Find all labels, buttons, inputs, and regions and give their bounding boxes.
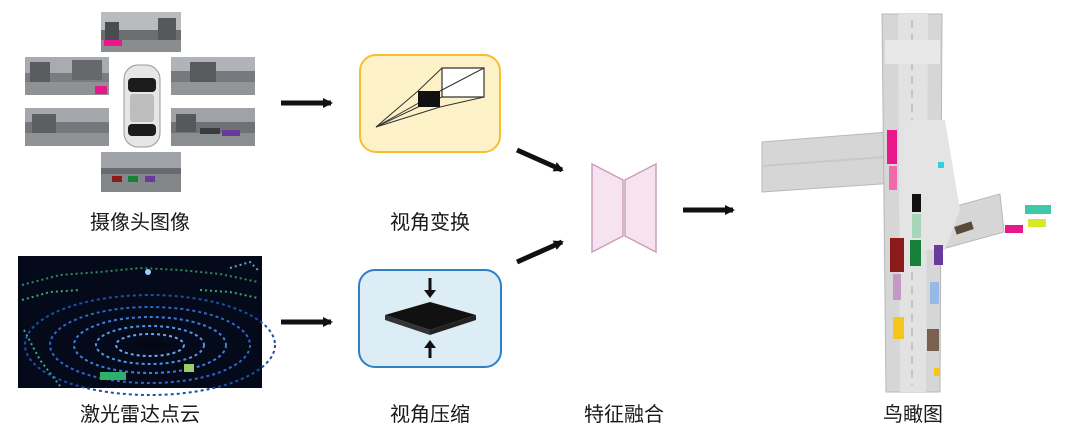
bev-object [927,329,939,351]
back-left-camera-image [25,108,109,146]
bev-object [930,282,939,304]
bev-object [1028,219,1046,227]
bev-object [910,240,921,266]
bev-object [954,221,974,235]
lidar-label: 激光雷达点云 [80,402,200,426]
lidar-point-cloud-image [18,256,276,396]
view-compress-label: 视角压缩 [390,402,470,426]
bev-object [1025,205,1051,214]
feature-fusion-icon [591,162,657,254]
feature-fusion-label: 特征融合 [584,402,664,426]
view-transform-label: 视角变换 [390,210,470,234]
view-transform-icon [375,67,485,128]
bev-map [761,13,1051,393]
bev-label: 鸟瞰图 [883,402,943,426]
bev-object [912,194,921,212]
bev-object [887,130,897,164]
bev-object [1005,225,1023,233]
bev-object [938,162,944,168]
view-transform-box [359,54,501,153]
bev-object [893,317,904,339]
front-right-camera-image [171,57,255,95]
bev-object [893,274,901,300]
bev-object [890,238,904,272]
camera-images-group [25,12,255,192]
arrows [281,98,735,327]
back-camera-image [101,152,181,192]
ego-car-icon [123,64,161,148]
bev-object [934,245,943,265]
bev-object [889,166,897,190]
bev-object [912,214,921,238]
front-left-camera-image [25,57,109,95]
front-camera-image [101,12,181,52]
bev-object [934,368,940,376]
back-right-camera-image [171,108,255,146]
view-compress-icon [385,278,476,358]
view-compress-box [358,269,502,368]
camera-label: 摄像头图像 [90,210,190,234]
arrow-transform-to-fusion [515,147,564,173]
arrow-compress-to-fusion [515,239,564,265]
